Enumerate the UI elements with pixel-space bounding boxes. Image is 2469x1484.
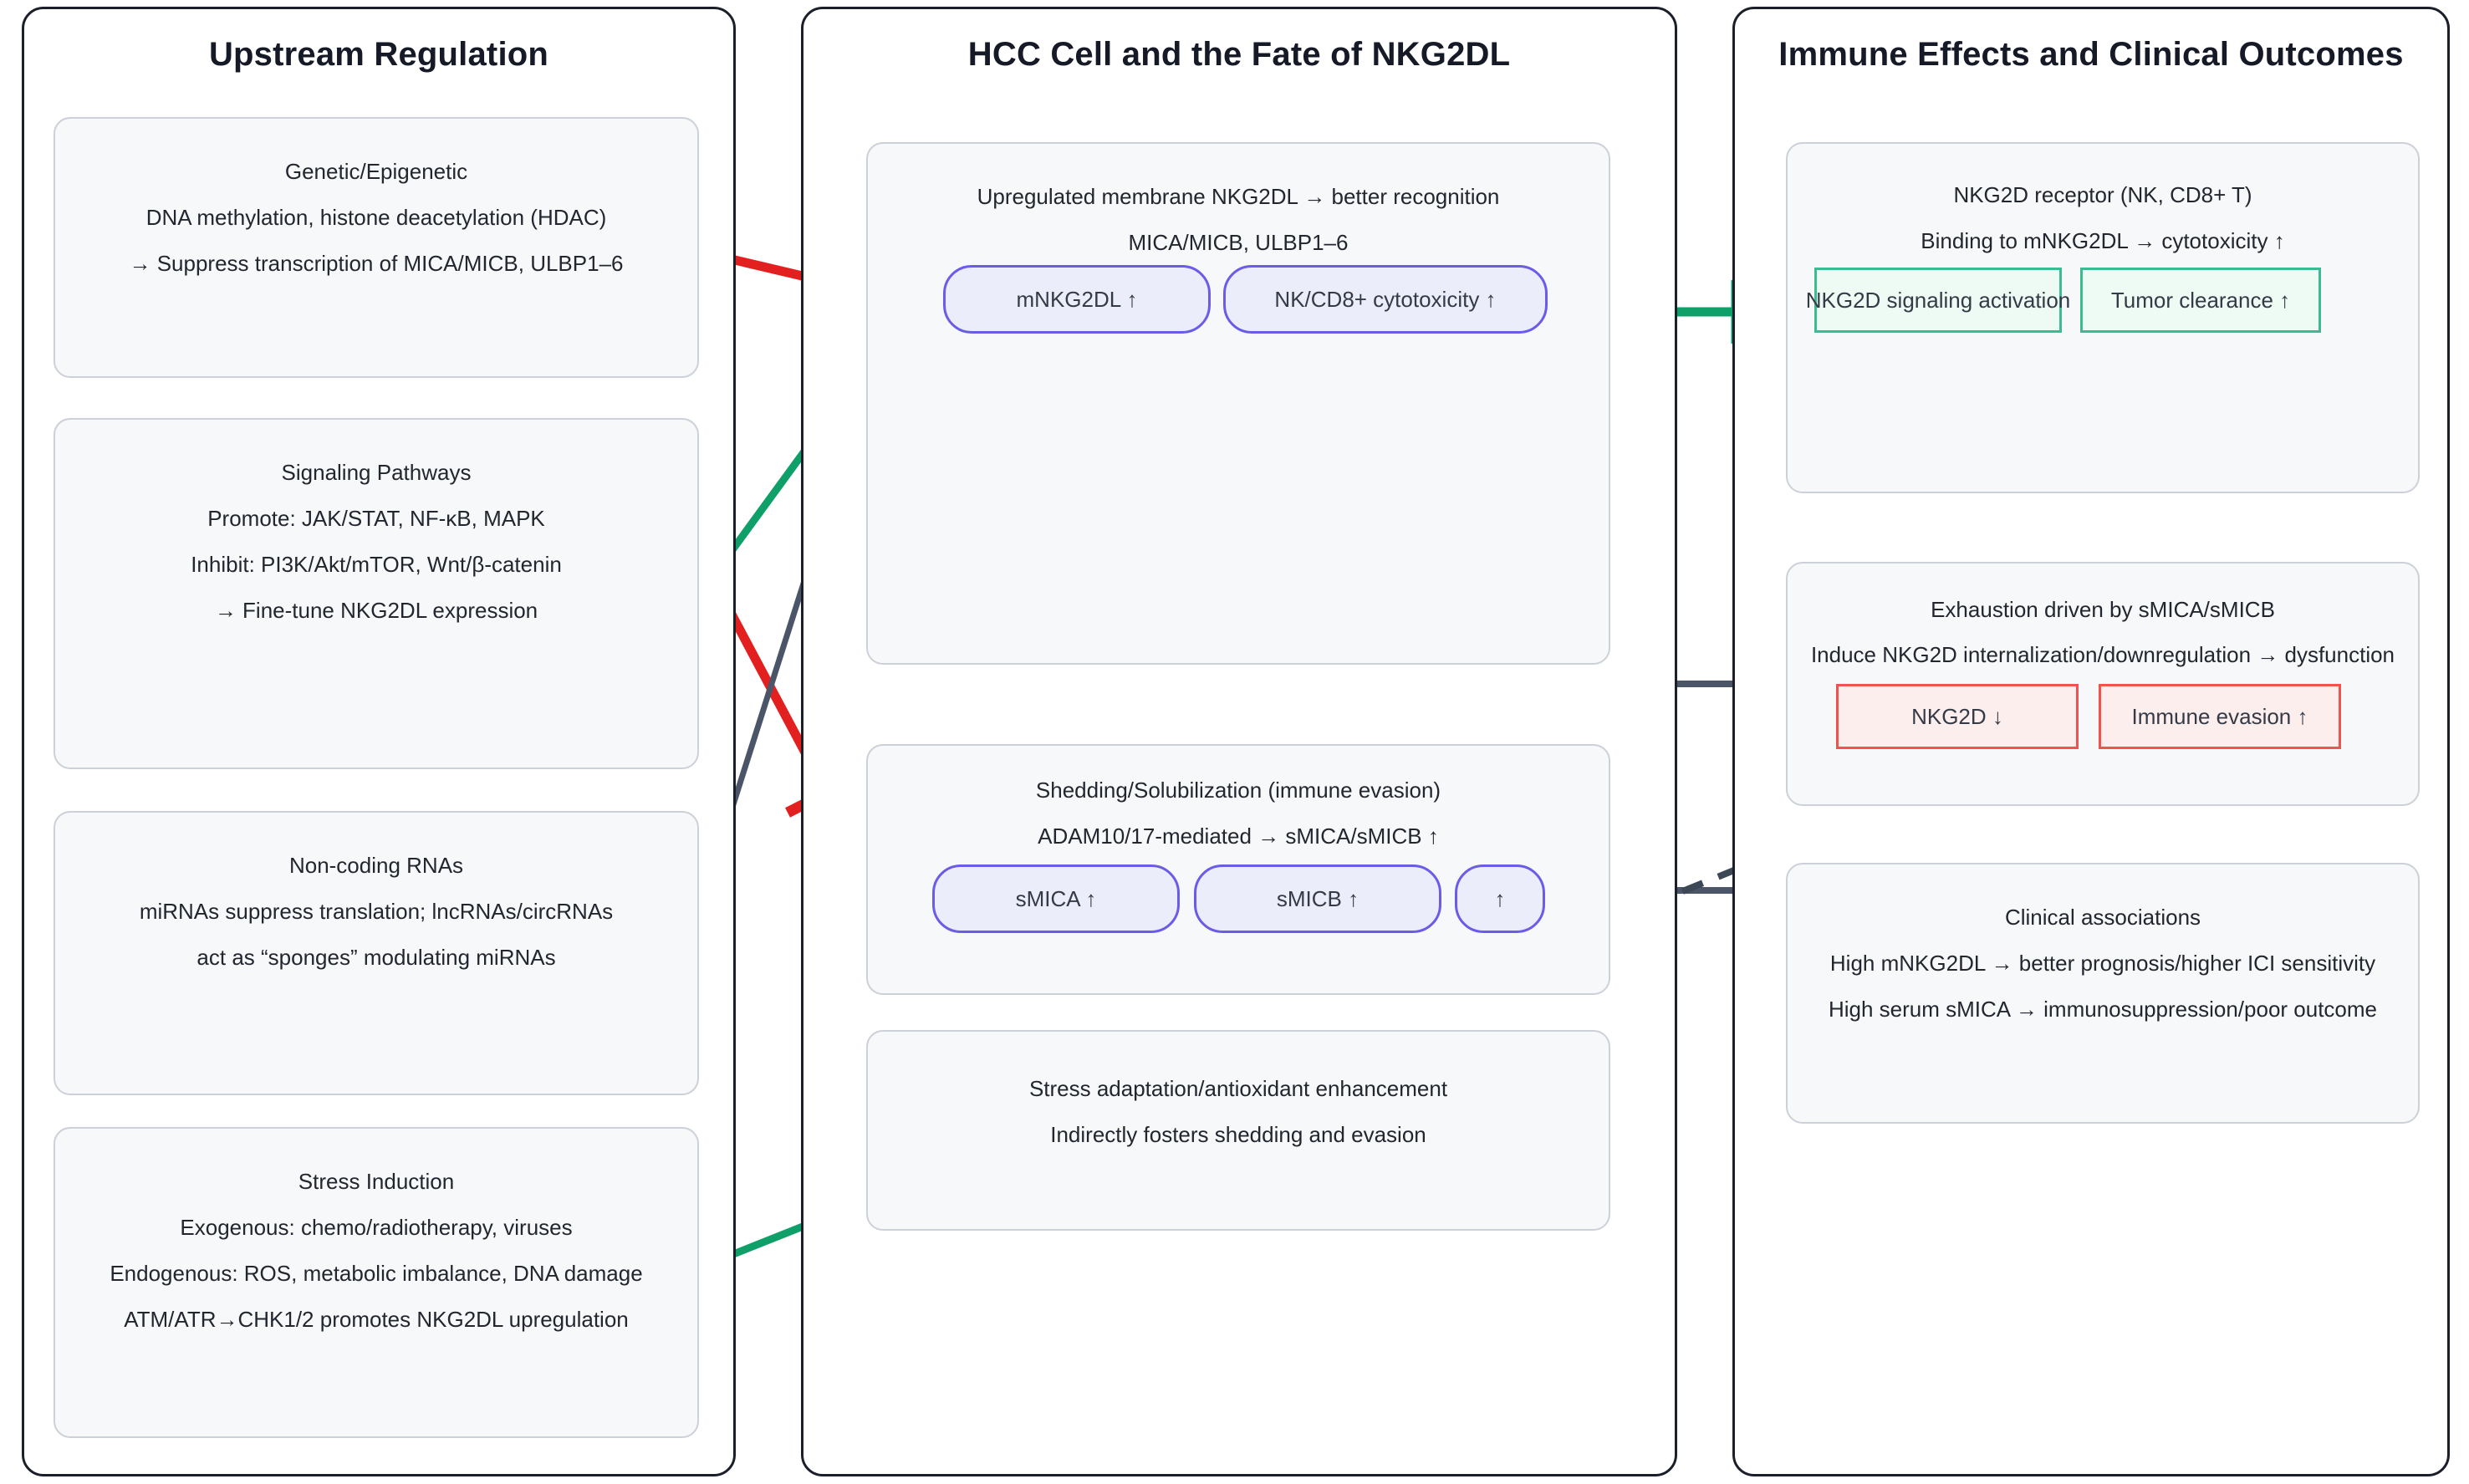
card-stress-line-2: Exogenous: chemo/radiotherapy, viruses bbox=[180, 1215, 573, 1240]
pill-nk-cd8-cytotoxicity-up[interactable]: NK/CD8+ cytotoxicity ↑ bbox=[1223, 265, 1548, 334]
card-clinical-associations[interactable]: Clinical associations High mNKG2DL → bet… bbox=[1786, 863, 2420, 1124]
card-stress-line-3: Endogenous: ROS, metabolic imbalance, DN… bbox=[110, 1261, 643, 1286]
card-signaling-line-3: Inhibit: PI3K/Akt/mTOR, Wnt/β-catenin bbox=[191, 552, 562, 577]
card-ncrna-line-2: miRNAs suppress translation; lncRNAs/cir… bbox=[139, 899, 614, 924]
card-shedding-solubilization[interactable]: Shedding/Solubilization (immune evasion)… bbox=[866, 744, 1610, 995]
card-shedding-line-1: Shedding/Solubilization (immune evasion) bbox=[1035, 778, 1441, 803]
pill-smicb-up[interactable]: sMICB ↑ bbox=[1194, 864, 1441, 933]
card-stress-line-4: ATM/ATR→CHK1/2 promotes NKG2DL upregulat… bbox=[124, 1307, 629, 1332]
pill-mnkg2dl-up[interactable]: mNKG2DL ↑ bbox=[943, 265, 1211, 334]
card-stress-induction[interactable]: Stress Induction Exogenous: chemo/radiot… bbox=[54, 1127, 699, 1438]
card-receptor-line-1: NKG2D receptor (NK, CD8+ T) bbox=[1953, 182, 2252, 207]
card-upreg-line-1: Upregulated membrane NKG2DL → better rec… bbox=[977, 184, 1500, 209]
card-upregulated-nkg2dl[interactable]: Upregulated membrane NKG2DL → better rec… bbox=[866, 142, 1610, 665]
card-exhaustion-line-1: Exhaustion driven by sMICA/sMICB bbox=[1931, 597, 2275, 622]
card-stressadapt-line-2: Indirectly fosters shedding and evasion bbox=[1050, 1122, 1426, 1147]
card-signaling-line-4: → Fine-tune NKG2DL expression bbox=[214, 598, 538, 623]
card-stress-adaptation[interactable]: Stress adaptation/antioxidant enhancemen… bbox=[866, 1030, 1610, 1231]
panel-title-immune: Immune Effects and Clinical Outcomes bbox=[1778, 36, 2404, 73]
card-shedding-line-2: ADAM10/17-mediated → sMICA/sMICB ↑ bbox=[1038, 824, 1439, 849]
card-clinical-line-1: Clinical associations bbox=[2004, 905, 2201, 930]
pill-smica-up[interactable]: sMICA ↑ bbox=[932, 864, 1180, 933]
card-non-coding-rnas[interactable]: Non-coding RNAs miRNAs suppress translat… bbox=[54, 811, 699, 1095]
card-stress-line-1: Stress Induction bbox=[298, 1169, 455, 1194]
chip-nkg2d-signaling-activation[interactable]: NKG2D signaling activation bbox=[1806, 268, 2070, 333]
pill-shedding-up[interactable]: ↑ bbox=[1455, 864, 1545, 933]
card-ncrna-line-1: Non-coding RNAs bbox=[288, 853, 464, 878]
card-genetic-epigenetic[interactable]: Genetic/Epigenetic DNA methylation, hist… bbox=[54, 117, 699, 378]
panel-title-upstream: Upstream Regulation bbox=[208, 36, 549, 73]
card-clinical-line-3: High serum sMICA → immunosuppression/poo… bbox=[1828, 997, 2378, 1022]
card-signaling-pathways[interactable]: Signaling Pathways Promote: JAK/STAT, NF… bbox=[54, 418, 699, 769]
card-receptor-line-2: Binding to mNKG2DL → cytotoxicity ↑ bbox=[1921, 228, 2285, 253]
card-ncrna-line-3: act as “sponges” modulating miRNAs bbox=[196, 945, 556, 970]
card-genetic-line-1: Genetic/Epigenetic bbox=[284, 159, 468, 184]
card-stressadapt-line-1: Stress adaptation/antioxidant enhancemen… bbox=[1028, 1076, 1448, 1101]
card-exhaustion-line-2: Induce NKG2D internalization/downregulat… bbox=[1810, 642, 2395, 667]
panel-title-hcc: HCC Cell and the Fate of NKG2DL bbox=[967, 36, 1511, 73]
chip-immune-evasion-up[interactable]: Immune evasion ↑ bbox=[2099, 684, 2341, 749]
card-signaling-line-1: Signaling Pathways bbox=[281, 460, 472, 485]
card-signaling-line-2: Promote: JAK/STAT, NF-κB, MAPK bbox=[207, 506, 545, 531]
card-genetic-line-3: → Suppress transcription of MICA/MICB, U… bbox=[129, 251, 624, 276]
chip-tumor-clearance-up[interactable]: Tumor clearance ↑ bbox=[2080, 268, 2321, 333]
card-genetic-line-2: DNA methylation, histone deacetylation (… bbox=[145, 205, 607, 230]
card-exhaustion-smica-smicb[interactable]: Exhaustion driven by sMICA/sMICB Induce … bbox=[1786, 562, 2420, 806]
chip-nkg2d-down[interactable]: NKG2D ↓ bbox=[1836, 684, 2079, 749]
card-nkg2d-receptor[interactable]: NKG2D receptor (NK, CD8+ T) Binding to m… bbox=[1786, 142, 2420, 493]
card-upreg-line-2: MICA/MICB, ULBP1–6 bbox=[1128, 230, 1349, 255]
card-clinical-line-2: High mNKG2DL → better prognosis/higher I… bbox=[1829, 951, 2376, 976]
